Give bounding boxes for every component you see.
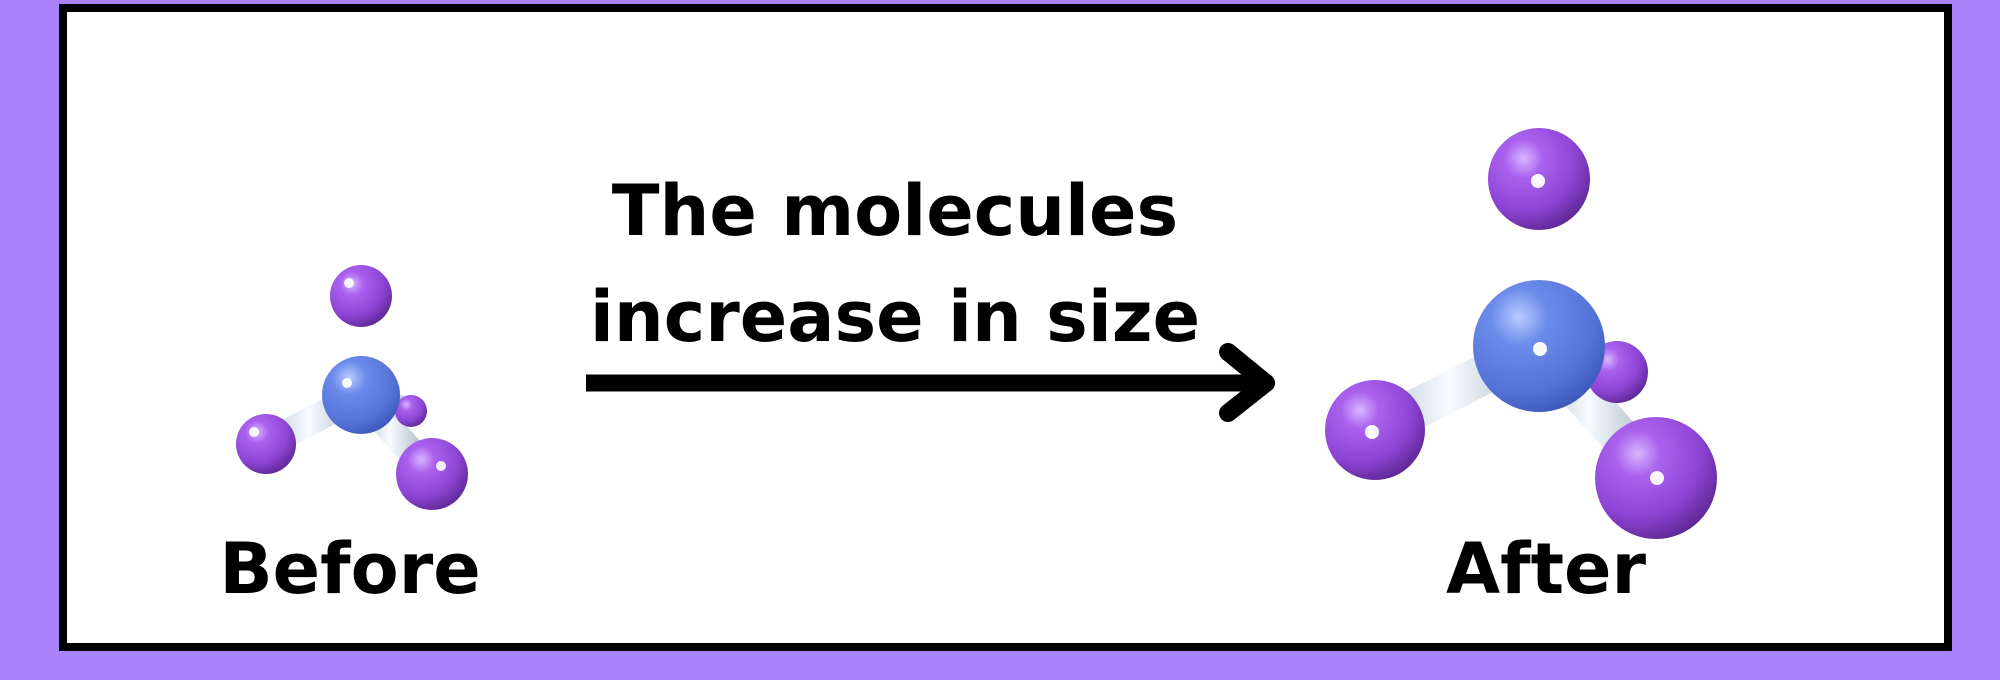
before-back-outer-atom [395, 395, 427, 427]
after-molecule [1325, 128, 1717, 539]
after-top-highlight [1531, 174, 1545, 188]
process-arrow [586, 343, 1275, 422]
before-right-outer-atom [396, 438, 468, 510]
before-right-highlight [436, 461, 446, 471]
before-label: Before [219, 528, 480, 610]
after-label: After [1446, 528, 1647, 610]
before-center-highlight [342, 378, 352, 388]
after-left-highlight [1365, 425, 1379, 439]
before-central-atom [322, 356, 400, 434]
arrow-head [1219, 343, 1275, 422]
before-molecule [236, 265, 468, 510]
before-left-outer-atom [236, 414, 296, 474]
before-top-outer-atom [330, 265, 392, 327]
after-right-highlight [1650, 471, 1664, 485]
arrow-text-line-1: The molecules [612, 170, 1178, 252]
before-top-highlight [344, 278, 354, 288]
before-left-highlight [249, 427, 259, 437]
after-center-highlight [1533, 342, 1547, 356]
arrow-text-line-2: increase in size [590, 276, 1200, 358]
